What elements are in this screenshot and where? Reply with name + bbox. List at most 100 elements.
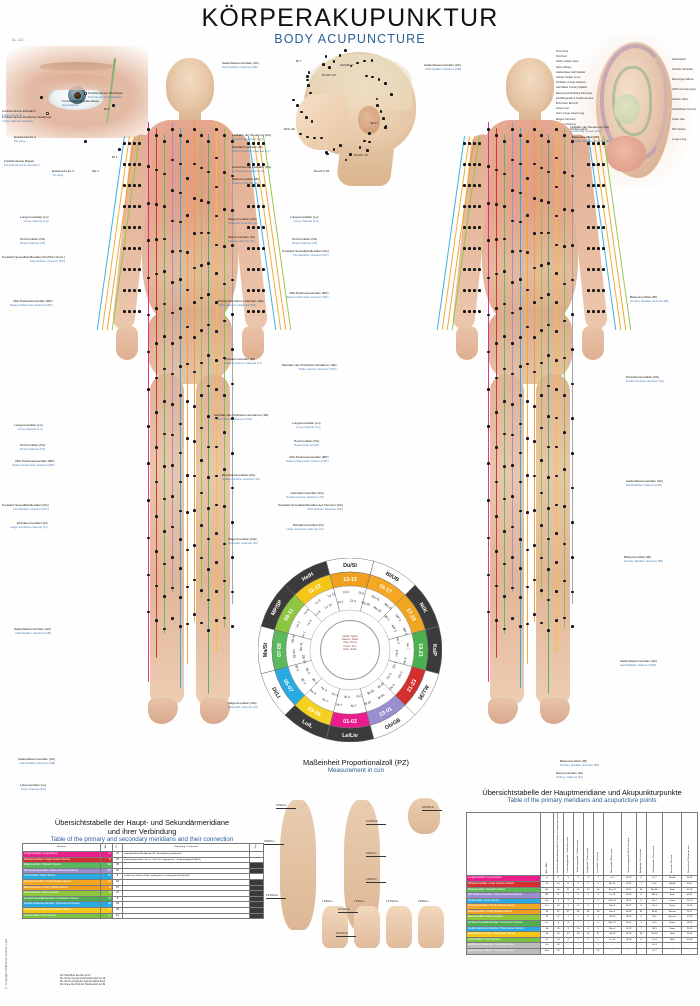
acupoint <box>207 231 210 235</box>
acupoint <box>186 288 189 292</box>
acupoint <box>223 431 226 434</box>
meridian-label: Du/GV 16 <box>354 153 368 158</box>
acupoint <box>171 433 174 437</box>
acupoint <box>571 209 574 212</box>
acupoint <box>179 220 182 224</box>
table-row: Aufnehmende Leitbahn / Conception vessel… <box>466 948 698 955</box>
acupoint <box>147 313 150 317</box>
acupoint <box>133 247 136 250</box>
acupoint <box>526 177 529 180</box>
acupoint <box>540 296 543 300</box>
label-en: Urinary bladder channel (Bl) <box>630 298 669 303</box>
acupoint <box>533 613 536 616</box>
cun-title-en: Measurement in cun <box>327 767 385 774</box>
label-de: Dünndarmmeridian (Dü) <box>626 375 660 379</box>
acupoint <box>207 354 210 357</box>
label-en: Large intestine <box>2 112 23 117</box>
acupoint <box>193 336 196 339</box>
acupoint <box>179 365 182 368</box>
acupoint <box>597 226 600 229</box>
acupoint <box>375 97 379 101</box>
acupoint <box>247 205 250 208</box>
acupoint <box>526 288 529 292</box>
organ-clock-divider <box>378 678 416 716</box>
acupoint <box>138 205 141 208</box>
organ-clock-acupoint-label: Gb 34 <box>301 655 307 665</box>
acupoint <box>252 268 255 271</box>
meridian-label: Magenmeridian (Ma)Stomach channel (St) <box>228 217 258 225</box>
acupoint <box>179 134 182 137</box>
acupoint <box>306 75 309 79</box>
element-legend-item: Holz / Wood <box>343 641 357 645</box>
label-en: Conception vessel (CV) <box>232 168 265 173</box>
meridian-label: Gallenblasenmeridian (Gb)Gall bladder ch… <box>626 479 663 487</box>
acupoint <box>463 247 466 250</box>
organ-clock-divider <box>360 561 375 612</box>
acupoint <box>247 226 250 229</box>
organ-clock-divider <box>284 678 322 716</box>
label-en: Triple warmer channel (TW) <box>214 416 253 421</box>
acupoint <box>262 184 265 187</box>
acupoint <box>597 247 600 250</box>
label-de: Bl 2 <box>104 107 110 111</box>
meridian-label: Kreislauf-Sexualität-Meridian (Kls/Herz-… <box>2 255 65 263</box>
column-header: Alarmpunkt / Alarm point <box>602 811 623 877</box>
acupoint <box>231 348 234 351</box>
acupoint <box>179 596 182 599</box>
acupoint <box>571 140 574 143</box>
column-header-text: Luo-Punkt / Luo point <box>596 851 599 873</box>
cun-measurement-label: 18 PZ/cun <box>422 806 434 809</box>
label-de: Herzmeridian (He) <box>20 237 46 241</box>
acupoint <box>186 548 189 552</box>
organ-clock-acupoint-label: Ma 36 <box>361 600 371 607</box>
acupoint <box>503 270 506 273</box>
acupoint <box>540 426 543 430</box>
acupoint <box>193 613 196 616</box>
luo-point-cell: 15 <box>592 948 604 955</box>
acupoint <box>306 135 309 139</box>
acupoint <box>540 166 543 170</box>
acupoint <box>468 310 471 313</box>
acupoint <box>468 268 471 271</box>
meridian-label: Du/GV 20 <box>322 73 336 78</box>
acupoint <box>503 497 506 501</box>
acupoint <box>511 464 514 468</box>
acupoint <box>511 556 514 559</box>
page-subtitle: BODY ACUPUNCTURE <box>274 32 426 46</box>
acupoint <box>555 590 558 593</box>
back-left-hand <box>456 326 478 360</box>
meridian-label: Dünndarmmeridian (Dü)Small intestine cha… <box>626 375 664 383</box>
acupoint <box>592 163 595 166</box>
acupoint-ex2 <box>46 112 49 115</box>
acupoint <box>171 219 174 223</box>
cun-measurement-label: 16 PZ/cun <box>338 908 350 911</box>
acupoint <box>186 585 189 589</box>
meridian-label: Gallenblasenmeridian (Gb)Gall bladder ch… <box>18 757 55 765</box>
label-en: Urinary bladder channel (Bl) <box>572 138 611 143</box>
organ-clock-acupoint-label: Lu 11 <box>327 592 336 598</box>
acupoint <box>571 417 574 420</box>
acupoint <box>358 146 362 149</box>
acupoint <box>495 619 498 622</box>
acupoint <box>487 313 490 317</box>
acupoint <box>223 208 226 211</box>
acupoint <box>231 590 234 594</box>
ear-point-label: Hand Hand <box>672 58 686 61</box>
acupoint <box>555 243 558 247</box>
acupoint <box>563 579 566 583</box>
meridian-label: Herzmeridian (He)Heart channel (Ht) <box>294 439 319 447</box>
concha-illustration <box>614 94 640 124</box>
cun-dimension-line <box>276 808 296 809</box>
acupoint <box>223 134 226 137</box>
organ-clock-acupoint-label: Le 8 <box>303 608 310 615</box>
acupoint <box>547 323 550 327</box>
acupoint <box>128 184 131 187</box>
acupoint <box>368 132 371 135</box>
xi-cleft-point-cell: - <box>635 948 647 955</box>
acupoint <box>138 310 141 313</box>
organ-clock-acupoint-label: 3E 6 <box>294 664 300 672</box>
column-header-text: Meridian <box>57 846 66 849</box>
